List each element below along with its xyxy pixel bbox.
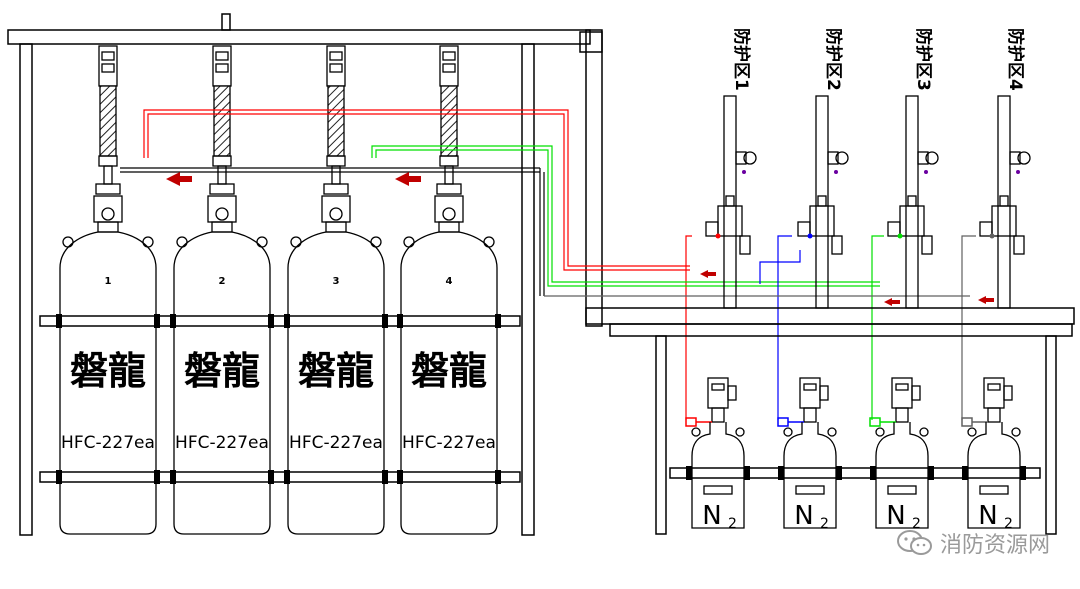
cylinder-number: 3: [333, 276, 340, 287]
zone-label: 防护区1: [731, 28, 752, 91]
wechat-icon: [896, 530, 932, 555]
cylinder-agent-label: HFC-227ea: [175, 433, 269, 453]
zone-3: 防护区3: [887, 28, 939, 309]
flex-hose: [99, 85, 117, 157]
cylinder-number: 1: [105, 276, 112, 287]
signal-line-blue: [759, 235, 801, 420]
cylinder-brand: 磐龍: [70, 348, 146, 393]
cylinder-number: 2: [219, 276, 226, 287]
zone-label: 防护区3: [913, 28, 934, 91]
zone-1: 防护区1: [705, 28, 757, 309]
main-rack: [7, 13, 603, 536]
signal-line-grey: [544, 235, 976, 420]
zone-label: 防护区4: [1005, 28, 1026, 91]
watermark: 消防资源网: [896, 527, 1050, 559]
signal-line-green: [371, 145, 884, 420]
protection-zones: 防护区1 防护区2 防护区3 防护区4: [705, 28, 1031, 309]
signal-line-red: [143, 109, 692, 420]
cylinder-agent-label: HFC-227ea: [61, 433, 155, 453]
zone-label: 防护区2: [823, 28, 844, 91]
cylinder-number: 4: [446, 276, 453, 287]
zone-rack: [585, 307, 1075, 535]
svg-text:2: 2: [1004, 516, 1013, 532]
cylinder-brand: 磐龍: [184, 348, 260, 393]
cylinder-agent-label: HFC-227ea: [402, 433, 496, 453]
agent-cylinder: 3 磐龍 HFC-227ea: [284, 45, 388, 535]
driver-gas-label: N: [702, 501, 721, 531]
cylinder-brand: 磐龍: [298, 348, 374, 393]
svg-text:2: 2: [728, 516, 737, 532]
flow-arrow: [700, 270, 994, 306]
agent-cylinder: 4 磐龍 HFC-227ea: [397, 45, 501, 535]
flow-arrow: [166, 172, 421, 186]
svg-text:2: 2: [912, 516, 921, 532]
zone-4: 防护区4: [979, 28, 1031, 309]
cylinder-brand: 磐龍: [411, 348, 487, 393]
cylinder-agent-label: HFC-227ea: [289, 433, 383, 453]
agent-cylinder: 1 磐龍 HFC-227ea: [56, 45, 160, 535]
main-cylinders: 1 磐龍 HFC-227ea 2 磐龍 HFC-227ea 3 磐龍 HFC-227ea 4 磐龍 H…: [56, 45, 501, 535]
agent-cylinder: 2 磐龍 HFC-227ea: [170, 45, 274, 535]
flex-hose: [327, 85, 345, 157]
driver-gas-label: N: [978, 501, 997, 531]
manifold-pipes: [120, 167, 545, 296]
driver-gas-label: N: [794, 501, 813, 531]
svg-text:2: 2: [820, 516, 829, 532]
zone-2: 防护区2: [797, 28, 849, 309]
driver-gas-label: N: [886, 501, 905, 531]
flex-hose: [213, 85, 231, 157]
watermark-text: 消防资源网: [939, 533, 1050, 558]
